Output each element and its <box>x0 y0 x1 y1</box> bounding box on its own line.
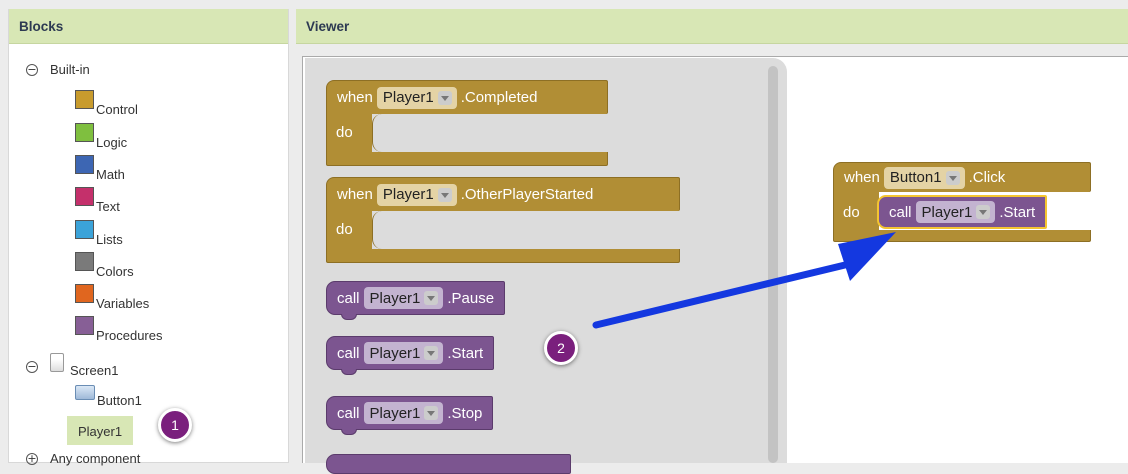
do-label: do <box>843 204 860 221</box>
tree-category-label: Logic <box>96 135 128 150</box>
component-dropdown[interactable]: Player1 <box>363 287 444 309</box>
category-color-icon <box>75 220 94 239</box>
component-name: Player1 <box>369 344 421 362</box>
tree-category-procedures[interactable]: Procedures <box>75 316 163 343</box>
component-dropdown[interactable]: Player1 <box>363 342 444 364</box>
call-label: call <box>337 289 360 307</box>
chevron-down-icon <box>437 90 452 105</box>
tree-button1[interactable]: Button1 <box>75 385 142 408</box>
tree-category-lists[interactable]: Lists <box>75 220 123 247</box>
call-label: call <box>337 344 360 362</box>
method-name: .Start <box>447 344 484 362</box>
call-block-start-attached[interactable]: call Player1 .Start <box>877 195 1048 229</box>
tree-category-variables[interactable]: Variables <box>75 284 150 311</box>
tree-category-control[interactable]: Control <box>75 90 138 117</box>
call-label: call <box>337 404 360 422</box>
collapse-icon[interactable]: − <box>26 62 38 76</box>
category-color-icon <box>75 123 94 142</box>
category-color-icon <box>75 284 94 303</box>
tree-screen1-label: Screen1 <box>70 363 119 378</box>
collapse-icon[interactable]: − <box>26 359 38 373</box>
step-badge-1: 1 <box>158 408 192 442</box>
tree-category-label: Math <box>96 167 125 182</box>
do-label: do <box>336 221 353 238</box>
drawer-scrollbar[interactable] <box>768 66 778 463</box>
tree-player1-label: Player1 <box>78 424 123 439</box>
tree-category-label: Text <box>96 199 120 214</box>
category-color-icon <box>75 187 94 206</box>
step-badge-2: 2 <box>544 331 578 365</box>
tree-player1[interactable]: Player1 <box>67 416 134 445</box>
tree-screen1[interactable]: − Screen1 <box>26 353 119 378</box>
tree-category-label: Procedures <box>96 328 163 343</box>
component-name: Button1 <box>889 169 942 186</box>
when-label: when <box>844 169 880 186</box>
tree-category-label: Colors <box>96 264 134 279</box>
component-dropdown[interactable]: Player1 <box>363 402 444 424</box>
component-name: Player1 <box>382 186 434 203</box>
do-label: do <box>336 124 353 141</box>
call-block-stop[interactable]: call Player1 .Stop <box>326 396 494 435</box>
tree-any-component-label: Any component <box>50 451 141 466</box>
tree-builtin-label: Built-in <box>50 62 90 77</box>
category-color-icon <box>75 316 94 335</box>
tree-category-colors[interactable]: Colors <box>75 252 134 279</box>
tree-category-label: Lists <box>96 232 123 247</box>
tree-category-text[interactable]: Text <box>75 187 120 214</box>
category-color-icon <box>75 90 94 109</box>
tree-category-label: Control <box>96 102 138 117</box>
call-label: call <box>889 203 912 221</box>
chevron-down-icon <box>424 291 439 305</box>
method-name: .Start <box>999 203 1036 221</box>
chevron-down-icon <box>424 406 439 420</box>
method-name: .Pause <box>447 289 495 307</box>
tree-category-label: Variables <box>96 296 150 311</box>
component-name: Player1 <box>382 89 434 106</box>
blocks-panel <box>8 9 289 463</box>
component-name: Player1 <box>921 203 973 221</box>
tree-builtin[interactable]: − Built-in <box>26 62 90 77</box>
event-name: .OtherPlayerStarted <box>460 186 594 203</box>
component-name: Player1 <box>369 404 421 422</box>
viewer-title: Viewer <box>296 9 1128 44</box>
component-dropdown[interactable]: Player1 <box>915 201 996 223</box>
annotation-arrow <box>592 232 896 329</box>
screen-icon <box>50 353 64 372</box>
chevron-down-icon <box>437 187 452 202</box>
component-dropdown[interactable]: Button1 <box>883 166 965 189</box>
call-block-pause[interactable]: call Player1 .Pause <box>326 281 506 320</box>
method-name: .Stop <box>447 404 483 422</box>
component-dropdown[interactable]: Player1 <box>376 183 457 206</box>
category-color-icon <box>75 252 94 271</box>
tree-category-math[interactable]: Math <box>75 155 125 182</box>
chevron-down-icon <box>424 346 439 360</box>
category-color-icon <box>75 155 94 174</box>
chevron-down-icon <box>945 170 960 185</box>
chevron-down-icon <box>976 205 991 219</box>
event-name: .Click <box>968 169 1006 186</box>
call-block-start[interactable]: call Player1 .Start <box>326 336 495 375</box>
button-component-icon <box>75 385 95 400</box>
when-label: when <box>337 186 373 203</box>
component-dropdown[interactable]: Player1 <box>376 86 457 109</box>
when-label: when <box>337 89 373 106</box>
blocks-panel-title: Blocks <box>9 9 288 44</box>
tree-button1-label: Button1 <box>97 393 142 408</box>
event-name: .Completed <box>460 89 538 106</box>
component-name: Player1 <box>369 289 421 307</box>
tree-category-logic[interactable]: Logic <box>75 123 128 150</box>
